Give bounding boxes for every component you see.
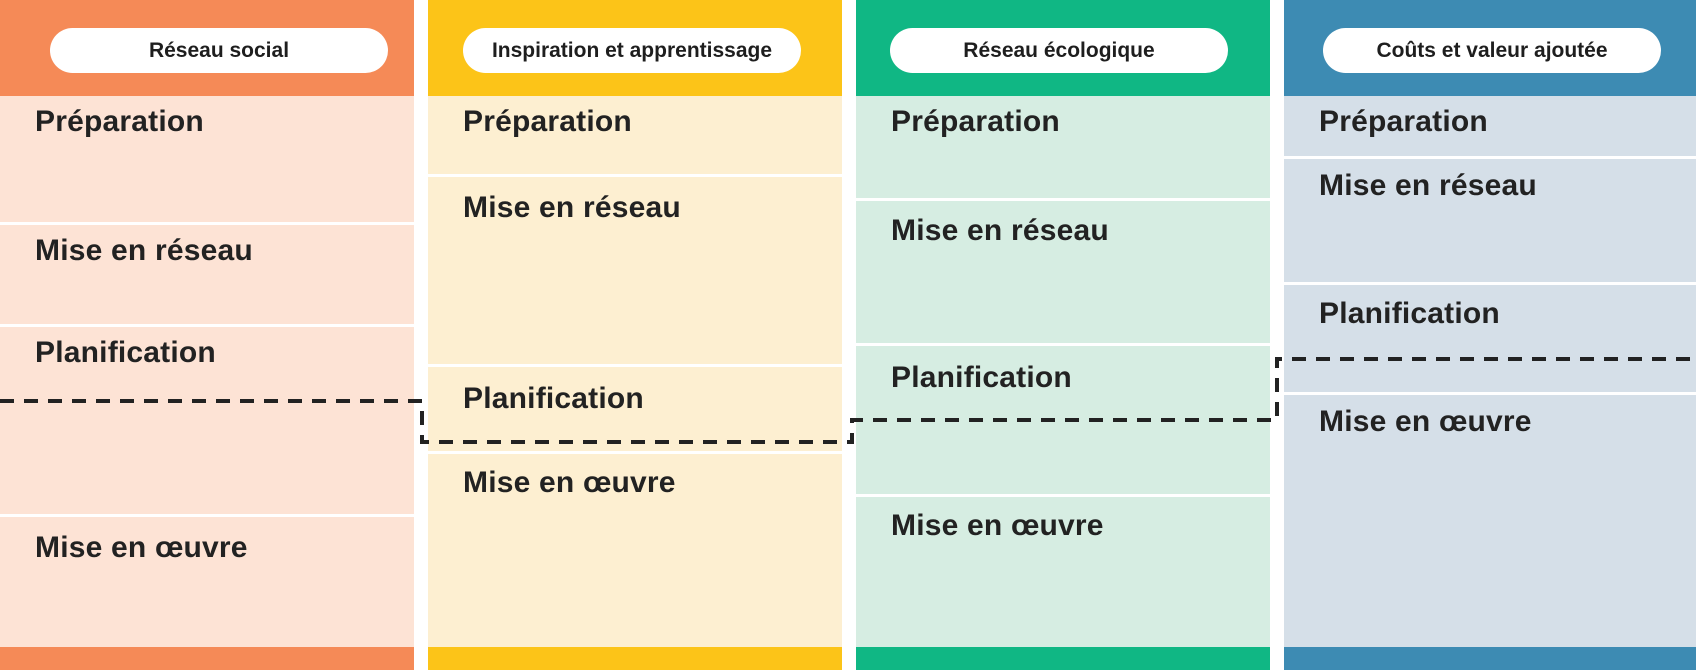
section-mise-en-reseau: Mise en réseau — [856, 201, 1270, 343]
column-footer-bar — [856, 647, 1270, 670]
section-label: Mise en œuvre — [1319, 405, 1532, 438]
column-reseau-ecologique: Réseau écologique Préparation Mise en ré… — [856, 0, 1270, 670]
section-label: Planification — [35, 336, 216, 369]
section-mise-en-reseau: Mise en réseau — [428, 177, 842, 364]
column-title: Réseau social — [50, 28, 388, 73]
section-label: Planification — [463, 382, 644, 415]
section-mise-en-oeuvre: Mise en œuvre — [1284, 395, 1696, 647]
section-mise-en-oeuvre: Mise en œuvre — [428, 454, 842, 647]
section-preparation: Préparation — [0, 96, 414, 222]
section-mise-en-reseau: Mise en réseau — [0, 225, 414, 324]
section-label: Planification — [1319, 297, 1500, 330]
section-label: Mise en réseau — [1319, 169, 1537, 202]
column-title: Réseau écologique — [890, 28, 1228, 73]
section-label: Mise en réseau — [463, 191, 681, 224]
section-label: Préparation — [463, 105, 632, 138]
section-preparation: Préparation — [856, 96, 1270, 198]
column-inspiration-apprentissage: Inspiration et apprentissage Préparation… — [428, 0, 842, 670]
section-label: Mise en réseau — [891, 214, 1109, 247]
section-planification: Planification — [856, 346, 1270, 494]
column-title: Coûts et valeur ajoutée — [1323, 28, 1661, 73]
section-preparation: Préparation — [428, 96, 842, 174]
section-label: Mise en œuvre — [463, 466, 676, 499]
column-title: Inspiration et apprentissage — [463, 28, 801, 73]
section-preparation: Préparation — [1284, 96, 1696, 156]
section-mise-en-oeuvre: Mise en œuvre — [856, 497, 1270, 647]
column-footer-bar — [428, 647, 842, 670]
column-couts-valeur-ajoutee: Coûts et valeur ajoutée Préparation Mise… — [1284, 0, 1696, 670]
section-label: Préparation — [1319, 105, 1488, 138]
section-label: Mise en réseau — [35, 234, 253, 267]
section-label: Mise en œuvre — [35, 531, 248, 564]
column-reseau-social: Réseau social Préparation Mise en réseau… — [0, 0, 414, 670]
section-label: Préparation — [891, 105, 1060, 138]
section-planification: Planification — [428, 367, 842, 451]
section-mise-en-oeuvre: Mise en œuvre — [0, 517, 414, 647]
section-label: Mise en œuvre — [891, 509, 1104, 542]
column-footer-bar — [0, 647, 414, 670]
section-planification: Planification — [0, 327, 414, 514]
column-footer-bar — [1284, 647, 1696, 670]
section-mise-en-reseau: Mise en réseau — [1284, 159, 1696, 282]
section-planification: Planification — [1284, 285, 1696, 392]
section-label: Planification — [891, 361, 1072, 394]
section-label: Préparation — [35, 105, 204, 138]
